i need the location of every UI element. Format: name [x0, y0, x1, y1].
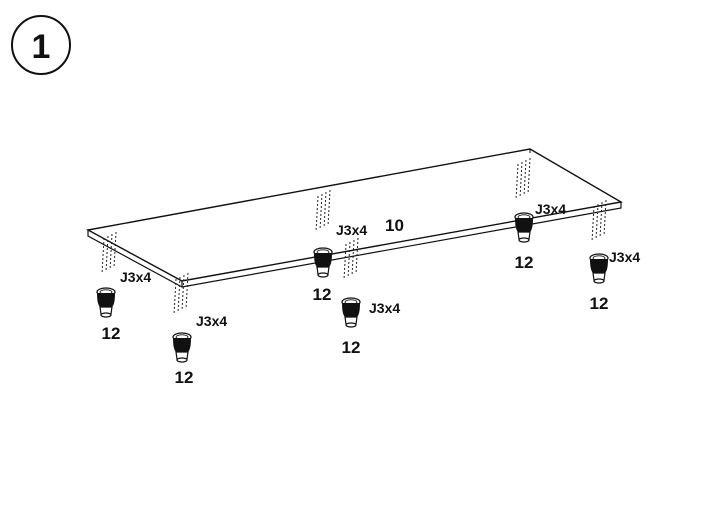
step-badge: 1 — [11, 15, 71, 75]
panel-part-label: 10 — [385, 216, 404, 235]
foot-part-label: 12 — [342, 338, 361, 357]
foot-part-label: 12 — [102, 324, 121, 343]
foot-part-label: 12 — [590, 294, 609, 313]
table-top-panel — [85, 148, 623, 288]
step-number: 1 — [32, 28, 51, 66]
screw-label: J3x4 — [609, 249, 640, 265]
foot-icon — [96, 287, 116, 318]
step-circle — [11, 15, 71, 75]
foot-icon — [341, 297, 361, 328]
foot-part-label: 12 — [313, 285, 332, 304]
foot-icon — [589, 253, 609, 284]
foot-part-label: 12 — [515, 253, 534, 272]
screw-label: J3x4 — [336, 222, 367, 238]
foot-part-label: 12 — [175, 368, 194, 387]
screw-label: J3x4 — [196, 313, 227, 329]
foot-icon — [514, 212, 534, 243]
foot-icon — [313, 247, 333, 278]
screw-label: J3x4 — [120, 269, 151, 285]
screw-label: J3x4 — [535, 201, 566, 217]
foot-icon — [172, 332, 192, 363]
screw-label: J3x4 — [369, 300, 400, 316]
